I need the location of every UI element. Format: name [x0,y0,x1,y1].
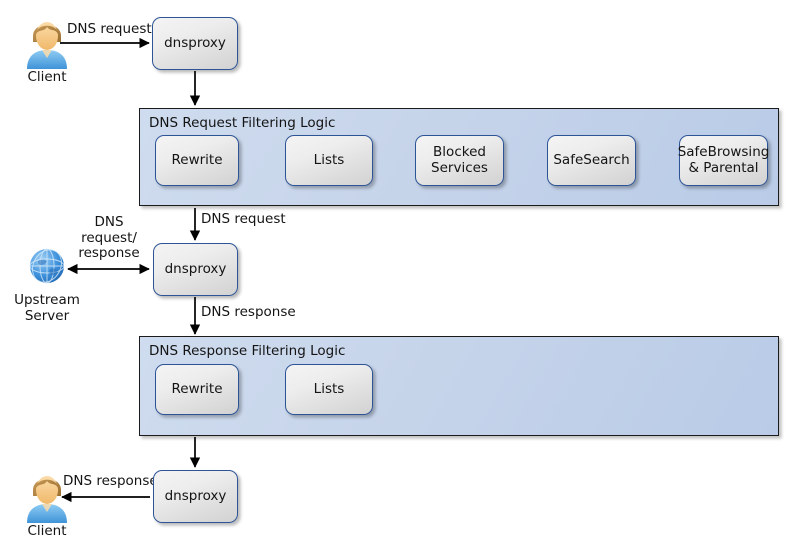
edge-label-proxy-to-upstream: DNS request/ response [78,214,140,262]
group-response-filtering: DNS Response Filtering Logic [139,336,779,436]
stage-lists-response-label: Lists [313,380,345,397]
dnsproxy-middle-label: dnsproxy [164,260,227,277]
stage-safesearch[interactable]: SafeSearch [547,135,636,186]
stage-rewrite[interactable]: Rewrite [155,135,239,186]
stage-blocked-services[interactable]: Blocked Services [415,135,504,186]
dnsproxy-bottom-label: dnsproxy [164,487,227,504]
stage-rewrite-label: Rewrite [171,151,223,168]
actor-label-upstream: Upstream Server [14,292,80,324]
stage-lists-response[interactable]: Lists [285,364,373,415]
globe-icon [24,243,70,293]
actor-label-client-top: Client [27,69,67,85]
avatar [23,14,71,74]
dnsproxy-middle[interactable]: dnsproxy [153,243,238,296]
stage-lists[interactable]: Lists [285,135,373,186]
edge-label-client-to-proxy: DNS request [67,21,152,37]
stage-blocked-services-label: Blocked Services [431,143,488,176]
edge-label-proxy-to-responsefilter: DNS response [201,304,296,320]
stage-lists-label: Lists [313,151,345,168]
edge-label-proxy-to-client: DNS response [63,473,158,489]
edge-label-requestfilter-to-proxy: DNS request [201,211,286,227]
group-response-filtering-title: DNS Response Filtering Logic [149,343,346,359]
stage-rewrite-response[interactable]: Rewrite [155,364,239,415]
avatar [23,468,71,528]
stage-safesearch-label: SafeSearch [553,151,630,168]
dnsproxy-bottom[interactable]: dnsproxy [153,470,238,523]
group-request-filtering-title: DNS Request Filtering Logic [149,115,336,131]
stage-safebrowsing-parental[interactable]: SafeBrowsing & Parental [678,135,769,186]
stage-rewrite-response-label: Rewrite [171,380,223,397]
dnsproxy-top[interactable]: dnsproxy [152,17,238,70]
stage-safebrowsing-parental-label: SafeBrowsing & Parental [677,143,770,176]
actor-label-client-bottom: Client [27,523,67,539]
dnsproxy-top-label: dnsproxy [164,34,226,51]
